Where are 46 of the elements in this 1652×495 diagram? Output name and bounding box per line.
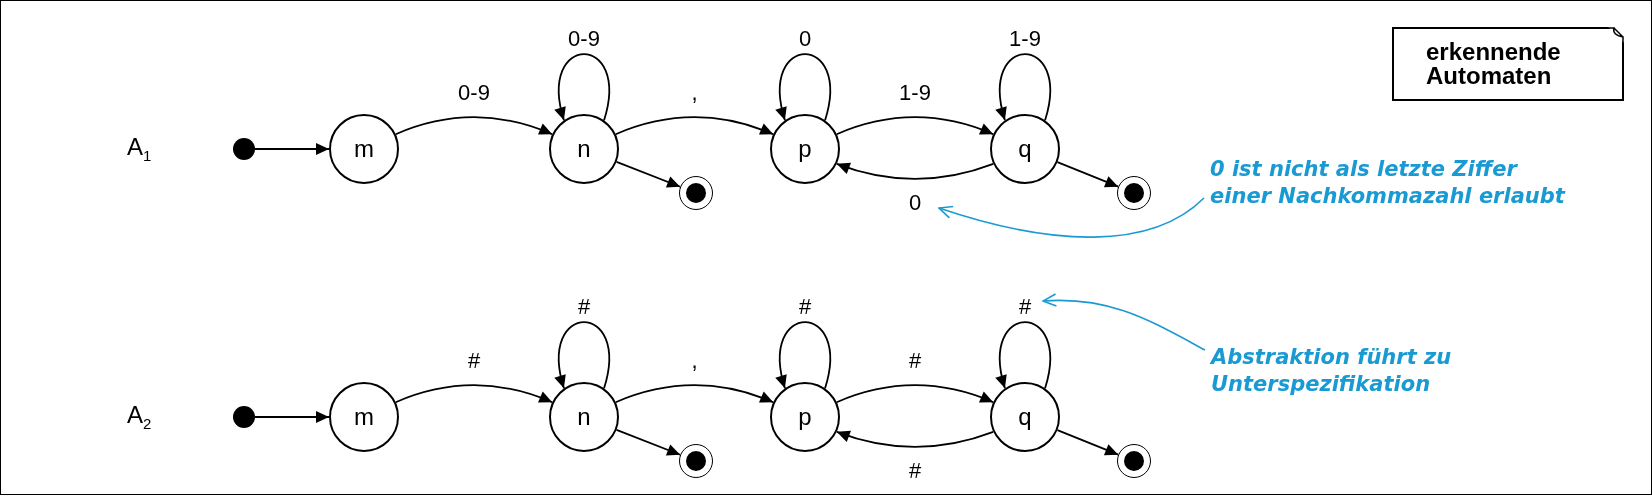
state-label: p (798, 137, 812, 161)
transition-arrow (835, 384, 995, 404)
callout-text: Abstraktion führt zu Unterspezifikation (1211, 341, 1501, 401)
leader-line (938, 197, 1205, 238)
note-box (1392, 27, 1624, 101)
callout-text: 0 ist nicht als letzte Ziffer einer Nachkommazahl erlaubt (1210, 153, 1582, 213)
transition-arrow (614, 116, 775, 136)
start-dot (233, 138, 255, 160)
final-state (1117, 444, 1151, 478)
state-label: m (354, 405, 374, 429)
self-loop-arrow (555, 53, 610, 122)
transition-arrow (615, 160, 682, 188)
transition-arrow (394, 116, 554, 136)
transition-arrow (394, 384, 554, 404)
state-label: n (577, 405, 591, 429)
self-loop-arrow (996, 321, 1051, 390)
final-state (679, 176, 713, 210)
automaton-name: A$_{1}$ (127, 135, 152, 163)
final-state (679, 444, 713, 478)
state-circle (549, 382, 619, 452)
transition-arrow (835, 162, 995, 180)
self-loop-arrow (776, 321, 831, 390)
state-circle (770, 114, 840, 184)
transition-arrow (835, 430, 995, 448)
state-label: q (1018, 405, 1032, 429)
leader-line (1042, 293, 1206, 351)
state-label: q (1018, 137, 1032, 161)
state-circle (549, 114, 619, 184)
state-label: n (577, 137, 591, 161)
state-circle (770, 382, 840, 452)
state-label: p (798, 405, 812, 429)
final-state (1117, 176, 1151, 210)
start-dot (233, 406, 255, 428)
transition-arrow (1056, 429, 1120, 456)
self-loop-arrow (555, 321, 610, 390)
state-label: m (354, 137, 374, 161)
note-text: erkennende Automaten (1426, 40, 1562, 88)
transition-arrow (254, 411, 330, 423)
automaton-name: A$_{2}$ (127, 403, 152, 431)
transition-arrow (615, 428, 682, 456)
transition-arrow (254, 143, 330, 155)
self-loop-arrow (776, 53, 831, 122)
transition-arrow (835, 116, 995, 136)
self-loop-arrow (996, 53, 1051, 122)
transition-arrow (614, 384, 775, 404)
transition-arrow (1056, 161, 1120, 188)
